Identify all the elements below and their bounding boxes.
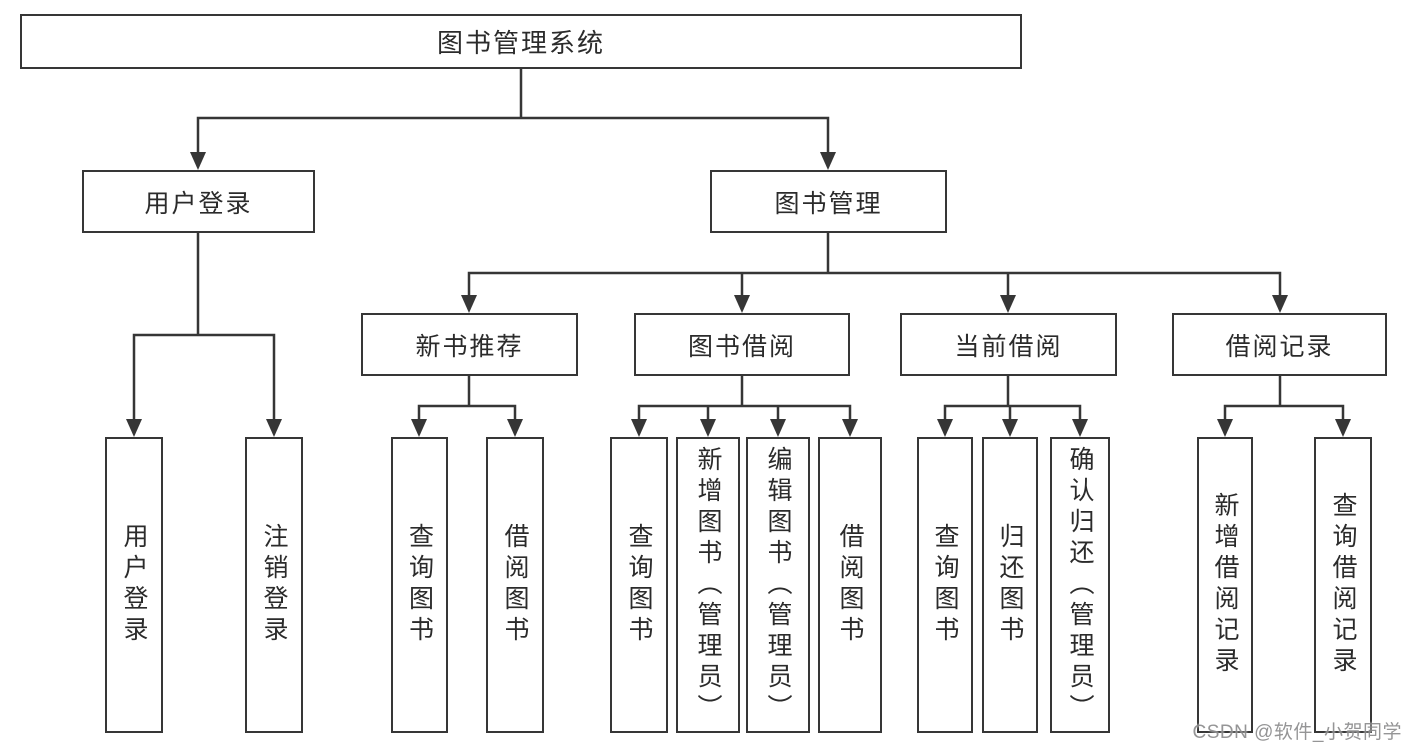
leaf-edit-book-admin: 编辑图书（管理员） (746, 437, 810, 733)
connector-management-branch (467, 231, 1282, 300)
leaf-add-borrow-record-label: 新增借阅记录 (1211, 492, 1239, 678)
node-current-borrow: 当前借阅 (900, 313, 1117, 376)
arrowheads-records-branch (1217, 419, 1351, 437)
csdn-watermark: CSDN @软件_小贺同学 (1192, 722, 1402, 743)
leaf-query-books-borrow: 查询图书 (610, 437, 668, 733)
connector-login-branch (132, 231, 276, 424)
leaf-query-books-current-label: 查询图书 (931, 523, 959, 647)
leaf-query-books-current: 查询图书 (917, 437, 973, 733)
leaf-confirm-return-admin-label: 确认归还（管理员） (1066, 445, 1094, 725)
node-book-borrow: 图书借阅 (634, 313, 850, 376)
leaf-borrow-books: 借阅图书 (818, 437, 882, 733)
leaf-user-login: 用户登录 (105, 437, 163, 733)
leaf-return-book-label: 归还图书 (996, 523, 1024, 647)
connector-recommend-branch (417, 374, 517, 424)
node-new-book-recommend: 新书推荐 (361, 313, 578, 376)
leaf-borrow-books-recommend: 借阅图书 (486, 437, 544, 733)
arrowheads-root-branch (190, 152, 836, 170)
leaf-borrow-books-label: 借阅图书 (836, 523, 864, 647)
leaf-query-books-recommend: 查询图书 (391, 437, 448, 733)
connector-records-branch (1223, 374, 1345, 424)
arrowheads-recommend-branch (411, 419, 523, 437)
arrowheads-login-branch (126, 419, 282, 437)
arrowheads-management-branch (461, 295, 1288, 313)
leaf-return-book: 归还图书 (982, 437, 1038, 733)
leaf-query-borrow-record: 查询借阅记录 (1314, 437, 1372, 733)
leaf-query-books-borrow-label: 查询图书 (625, 523, 653, 647)
connector-current-branch (943, 374, 1082, 424)
leaf-query-borrow-record-label: 查询借阅记录 (1329, 492, 1357, 678)
node-book-management-group: 图书管理 (710, 170, 947, 233)
node-system-root: 图书管理系统 (20, 14, 1022, 69)
leaf-query-books-recommend-label: 查询图书 (405, 523, 434, 647)
leaf-add-book-admin-label: 新增图书（管理员） (694, 445, 722, 725)
node-borrow-records: 借阅记录 (1172, 313, 1387, 376)
leaf-confirm-return-admin: 确认归还（管理员） (1050, 437, 1110, 733)
arrowheads-current-branch (937, 419, 1088, 437)
leaf-logout: 注销登录 (245, 437, 303, 733)
leaf-borrow-books-recommend-label: 借阅图书 (501, 523, 529, 647)
leaf-add-borrow-record: 新增借阅记录 (1197, 437, 1253, 733)
leaf-edit-book-admin-label: 编辑图书（管理员） (764, 445, 792, 725)
node-user-login-group: 用户登录 (82, 170, 315, 233)
leaf-user-login-label: 用户登录 (120, 523, 148, 647)
connector-borrow-branch (637, 374, 852, 424)
connector-root-branch (196, 67, 830, 157)
leaf-logout-label: 注销登录 (260, 523, 288, 647)
arrowheads-borrow-branch (631, 419, 858, 437)
leaf-add-book-admin: 新增图书（管理员） (676, 437, 740, 733)
